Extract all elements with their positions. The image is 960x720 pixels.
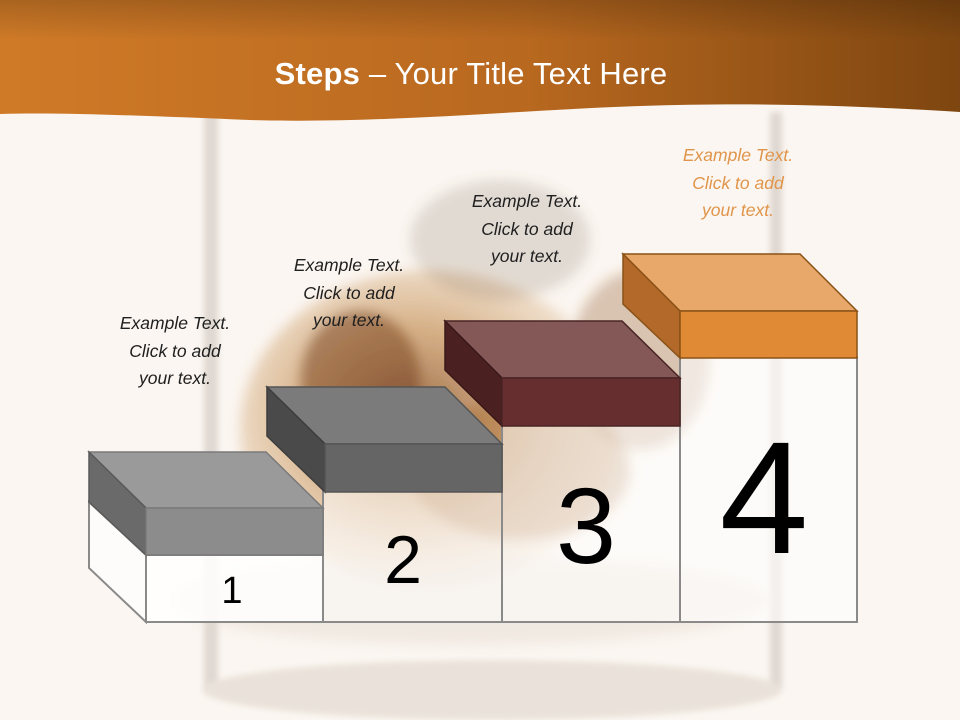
step-1-caption-line-2: Click to add (129, 340, 221, 361)
step-3-block-front (501, 377, 681, 427)
step-3-block[interactable] (443, 319, 682, 428)
step-2-block-front (324, 443, 503, 493)
step-4-block[interactable] (621, 252, 859, 360)
step-1-caption-line-1: Example Text. (119, 313, 231, 333)
step-1-block-front (145, 507, 324, 556)
step-4-block-front (679, 310, 858, 359)
step-3-caption-line-3: your text. (491, 246, 563, 266)
step-1-caption-line-3: your text. (139, 368, 211, 388)
step-columns (88, 356, 858, 625)
slide-title[interactable]: Steps – Your Title Text Here (0, 56, 942, 92)
step-2-number: 2 (384, 522, 422, 598)
step-2-caption[interactable]: Example Text. Click to add your text. (249, 252, 449, 335)
step-4-caption-line-3: your text. (702, 200, 774, 220)
step-3-number: 3 (555, 465, 617, 586)
step-1-number: 1 (221, 570, 243, 612)
title-rest: – Your Title Text Here (360, 56, 668, 91)
step-4-number: 4 (719, 408, 809, 587)
step-3-caption-line-2: Click to add (481, 218, 573, 239)
step-4-caption-line-1: Example Text. (682, 145, 794, 165)
step-4-caption[interactable]: Example Text. Click to add your text. (638, 142, 838, 225)
step-2-caption-line-3: your text. (313, 310, 385, 330)
step-4-caption-line-2: Click to add (692, 172, 784, 193)
step-2-block[interactable] (265, 385, 504, 494)
step-1-caption[interactable]: Example Text. Click to add your text. (75, 310, 275, 393)
step-3-caption-line-1: Example Text. (471, 191, 583, 211)
title-bold: Steps (274, 56, 361, 91)
step-2-caption-line-1: Example Text. (293, 255, 405, 275)
step-2-caption-line-2: Click to add (303, 282, 395, 303)
step-1-block[interactable] (87, 450, 325, 557)
step-3-caption[interactable]: Example Text. Click to add your text. (427, 188, 627, 271)
